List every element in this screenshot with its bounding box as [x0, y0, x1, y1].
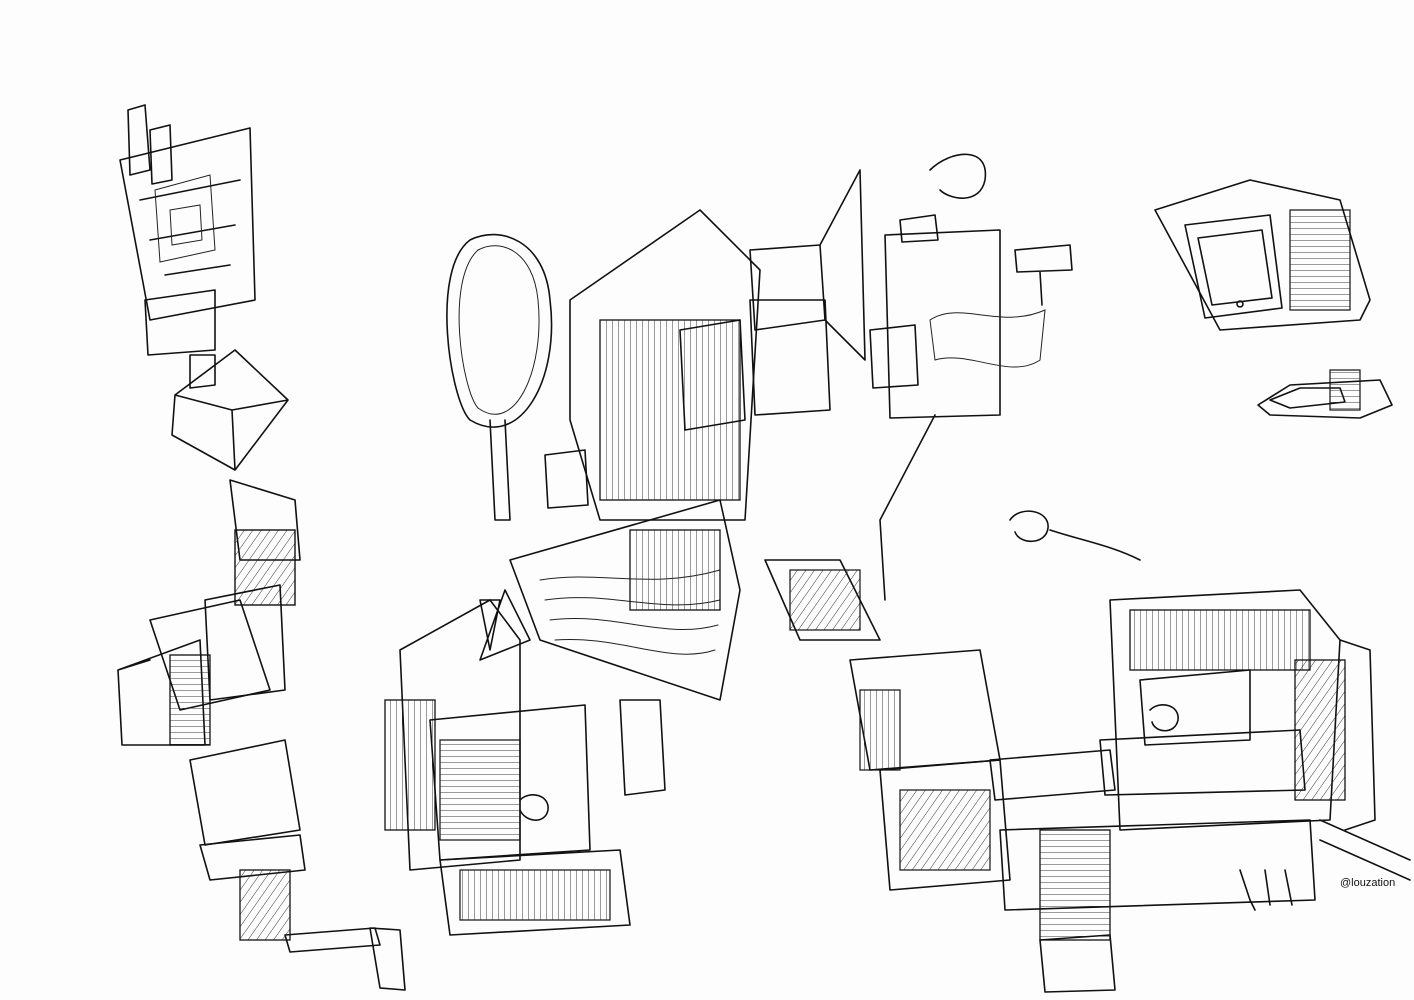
right-complex: [849, 510, 1411, 993]
floating-tablet: [1154, 179, 1371, 331]
artist-signature: @louzation: [1340, 877, 1396, 889]
lower-cluster: [384, 589, 631, 936]
floating-fragment: [1257, 369, 1393, 419]
floating-platform: [869, 153, 1073, 601]
left-tower: [117, 104, 406, 991]
central-structure: [446, 169, 881, 796]
